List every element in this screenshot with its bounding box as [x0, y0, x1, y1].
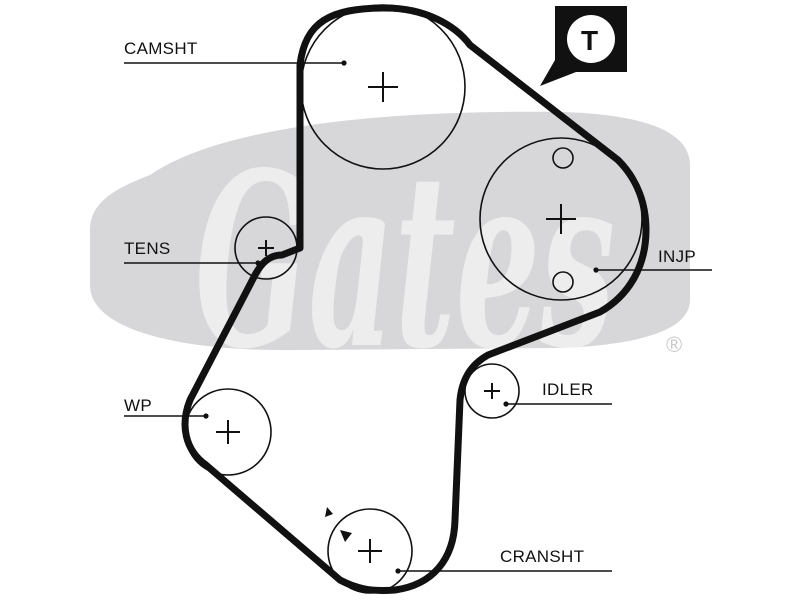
label-crankshaft: CRANSHT [395, 547, 612, 574]
crank-timing-arrow-small [325, 507, 333, 517]
idler-pulley [464, 363, 520, 419]
timing-badge: T [540, 6, 627, 86]
timing-belt [181, 4, 650, 594]
badge-circle [567, 15, 615, 63]
label-idler: IDLER [503, 380, 612, 407]
label-camshaft-text: CAMSHT [124, 39, 198, 58]
logo-oval [90, 111, 690, 351]
badge-letter: T [581, 25, 598, 56]
injection-pump-pulley [479, 137, 643, 301]
label-idler-text: IDLER [542, 380, 594, 399]
label-tensioner-text: TENS [124, 239, 171, 258]
gates-logo-watermark: Gates ® [90, 111, 690, 402]
label-camshaft: CAMSHT [124, 39, 347, 66]
label-injection-pump-text: INJP [658, 247, 696, 266]
crank-timing-arrow [340, 530, 352, 542]
tensioner-pulley [234, 216, 298, 280]
label-tensioner: TENS [124, 239, 261, 266]
label-injection-pump: INJP [593, 247, 712, 273]
crankshaft-pulley [325, 507, 413, 594]
timing-mark-top [552, 147, 574, 169]
label-water-pump: WP [124, 396, 209, 419]
camshaft-pulley [300, 4, 466, 170]
registered-mark: ® [666, 332, 682, 357]
label-crankshaft-text: CRANSHT [500, 547, 584, 566]
water-pump-pulley [184, 388, 272, 476]
timing-mark-bottom [552, 271, 574, 293]
label-water-pump-text: WP [124, 396, 152, 415]
